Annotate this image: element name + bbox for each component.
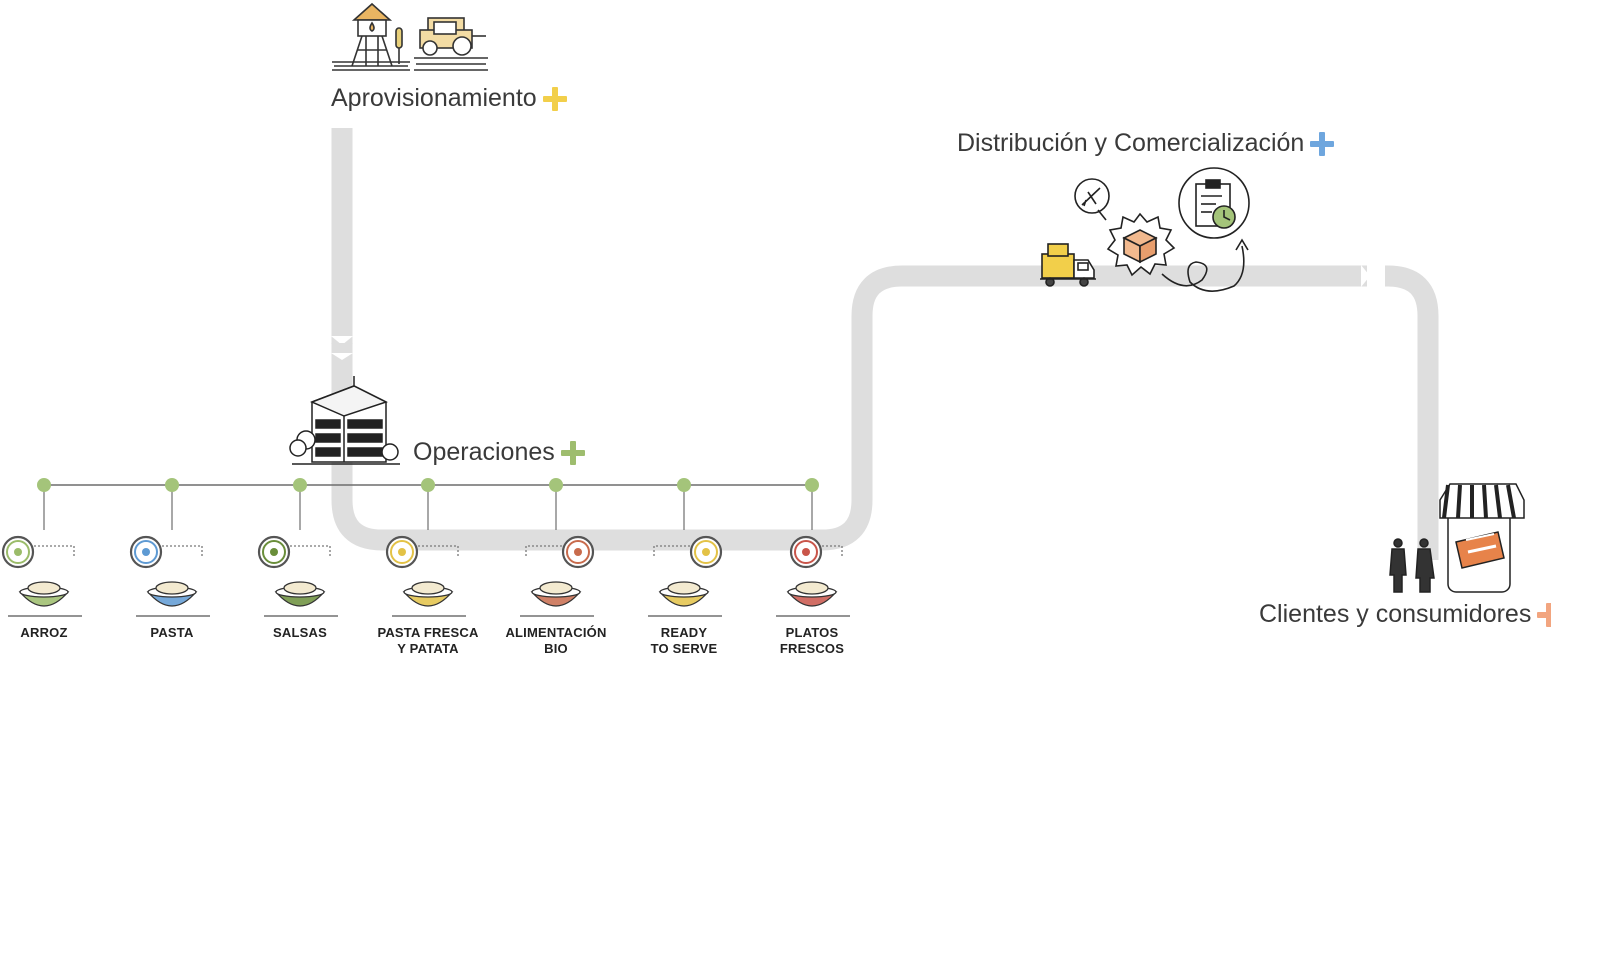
clientes-plus-icon[interactable] [1537,602,1552,627]
product-label-line1: READY [660,625,708,640]
ready-cup-icon [648,535,723,617]
truck-box-plane-clipboard-icon [1040,167,1250,292]
bio-bowl-icon [520,535,595,617]
stage-aprovisionamiento-label: Aprovisionamiento [331,84,537,112]
stage-aprovisionamiento: Aprovisionamiento [331,86,567,111]
product-label-line1: PASTA [150,625,194,640]
product-label[interactable]: PASTA [107,625,237,641]
product-icons [1,535,850,617]
timeline-node[interactable] [677,478,691,492]
factory-building-icon [289,376,400,465]
product-label-line1: ARROZ [20,625,68,640]
timeline-node[interactable] [293,478,307,492]
flow-path [331,128,1439,560]
fresh-dish-icon [776,535,850,617]
stage-clientes: Clientes y consumidores [1259,600,1552,628]
stage-clientes-label: Clientes y consumidores [1259,600,1532,628]
product-label-line2: BIO [544,641,568,656]
product-label-line2: Y PATATA [397,641,459,656]
farm-tower-tractor-icon [332,2,488,71]
fresh-pasta-bowl-icon [385,535,466,617]
stage-distribucion-label: Distribución y Comercialización [957,129,1305,157]
stage-distribucion: Distribución y Comercialización [957,129,1335,157]
stage-operaciones: Operaciones [413,440,585,465]
people-online-store-icon [1389,483,1525,593]
timeline-node[interactable] [37,478,51,492]
sauce-jar-bowl-icon [257,535,338,617]
product-label[interactable]: ARROZ [0,625,109,641]
product-label-line1: ALIMENTACIÓN [505,625,607,640]
product-label-line1: PASTA FRESCA [377,625,479,640]
product-label[interactable]: SALSAS [235,625,365,641]
operaciones-plus-icon[interactable] [560,440,585,465]
timeline-node[interactable] [805,478,819,492]
distribucion-plus-icon[interactable] [1310,131,1335,156]
product-timeline [37,478,819,530]
product-label-line1: PLATOS [785,625,839,640]
aprovisionamiento-plus-icon[interactable] [542,86,567,111]
timeline-node[interactable] [549,478,563,492]
stage-operaciones-label: Operaciones [413,438,555,466]
product-label-line2: TO SERVE [650,641,718,656]
spaghetti-plate-icon [129,535,210,617]
rice-bowl-icon [1,535,82,617]
product-label-line2: FRESCOS [779,641,845,656]
product-label-line1: SALSAS [273,625,327,640]
timeline-node[interactable] [421,478,435,492]
timeline-node[interactable] [165,478,179,492]
